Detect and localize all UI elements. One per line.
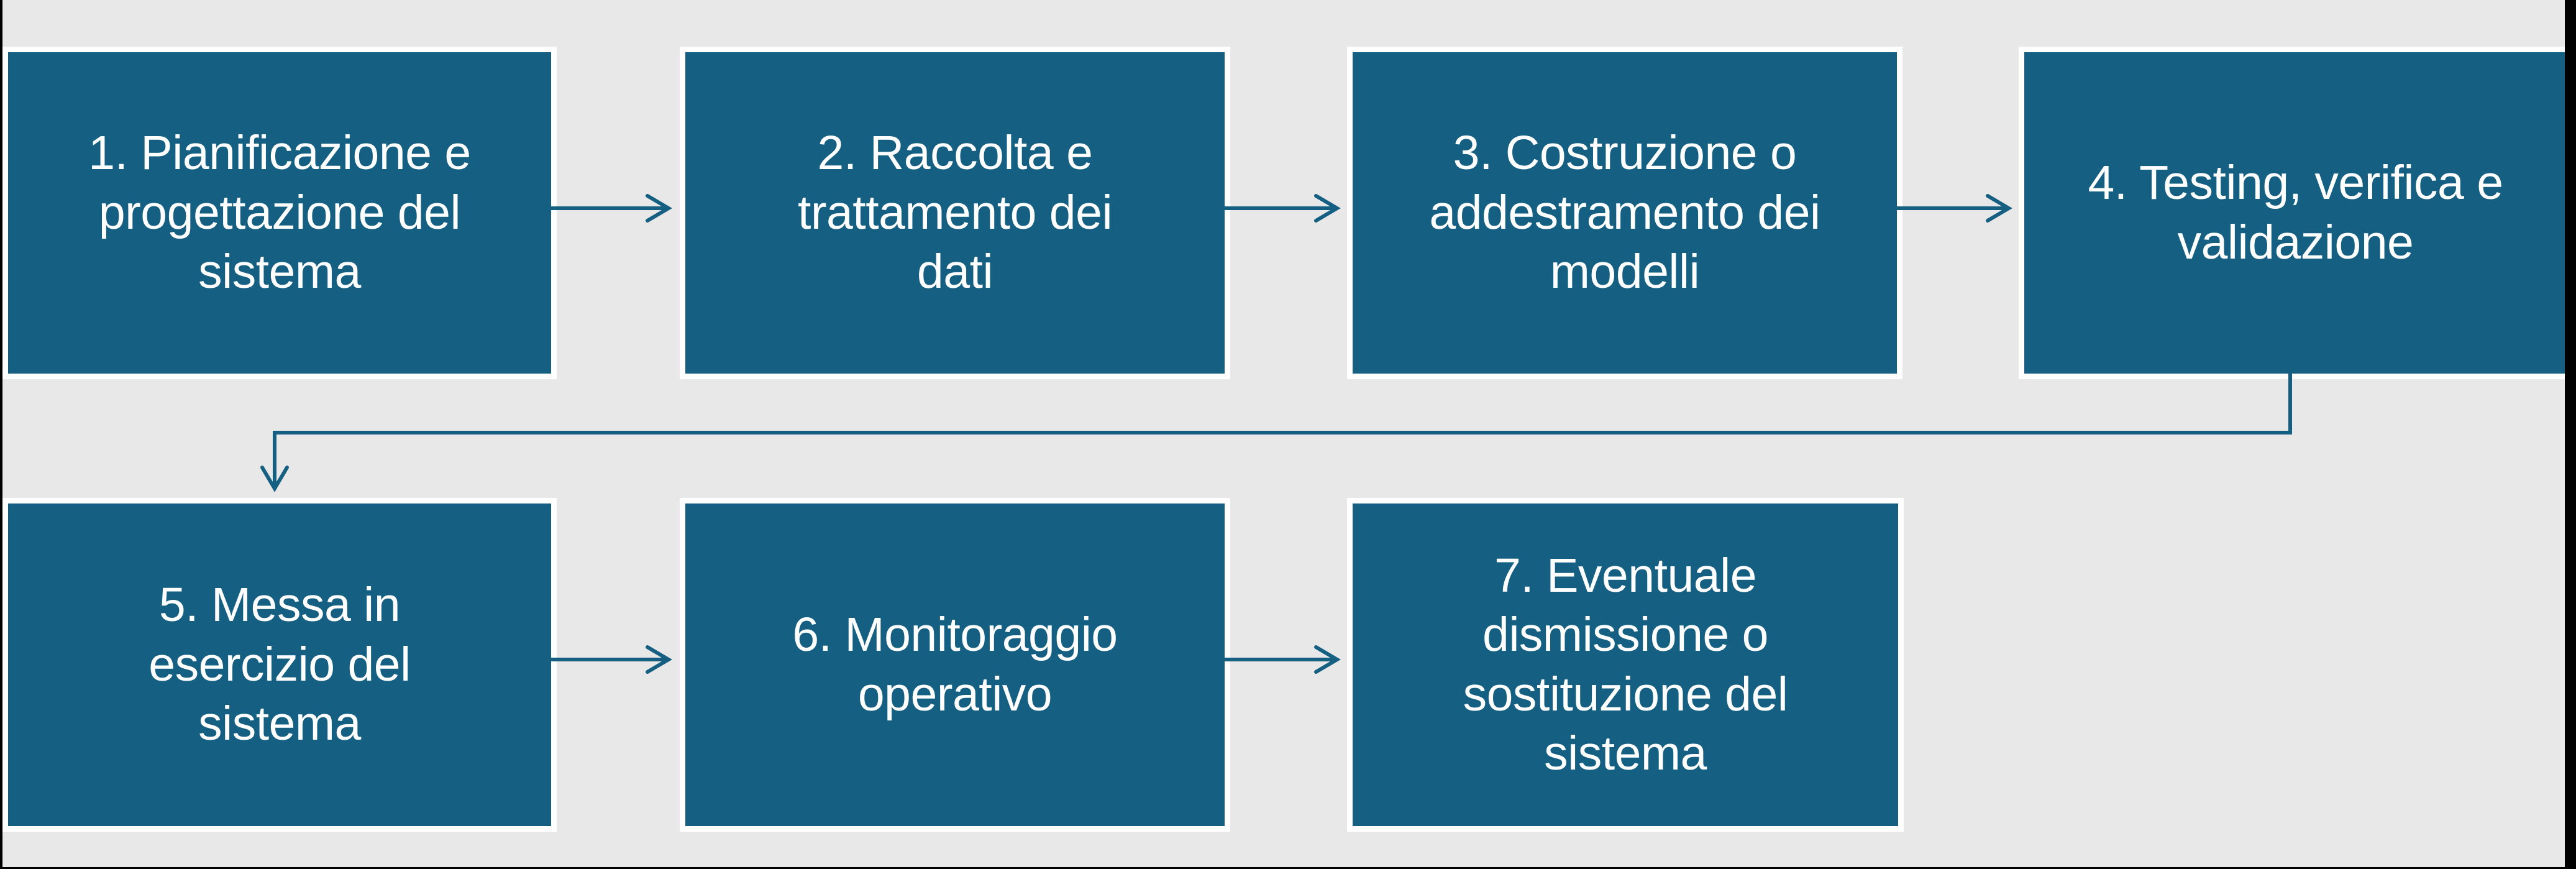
flow-step-2: 2. Raccolta e trattamento dei dati [680,47,1230,379]
flow-step-3: 3. Costruzione o addestramento dei model… [1347,47,1902,379]
connector-4-5-elbow [260,374,2292,492]
flow-step-7: 7. Eventuale dismissione o sostituzione … [1347,498,1904,832]
flow-step-4: 4. Testing, verifica e validazione [2019,47,2572,379]
right-edge-bar [2565,0,2576,869]
flow-step-6: 6. Monitoraggio operativo [680,498,1230,832]
bottom-edge-line [0,867,2576,869]
left-edge-line [0,0,2,869]
flow-step-5: 5. Messa in esercizio del sistema [2,498,557,832]
flow-step-1: 1. Pianificazione e progettazione del si… [2,47,557,379]
